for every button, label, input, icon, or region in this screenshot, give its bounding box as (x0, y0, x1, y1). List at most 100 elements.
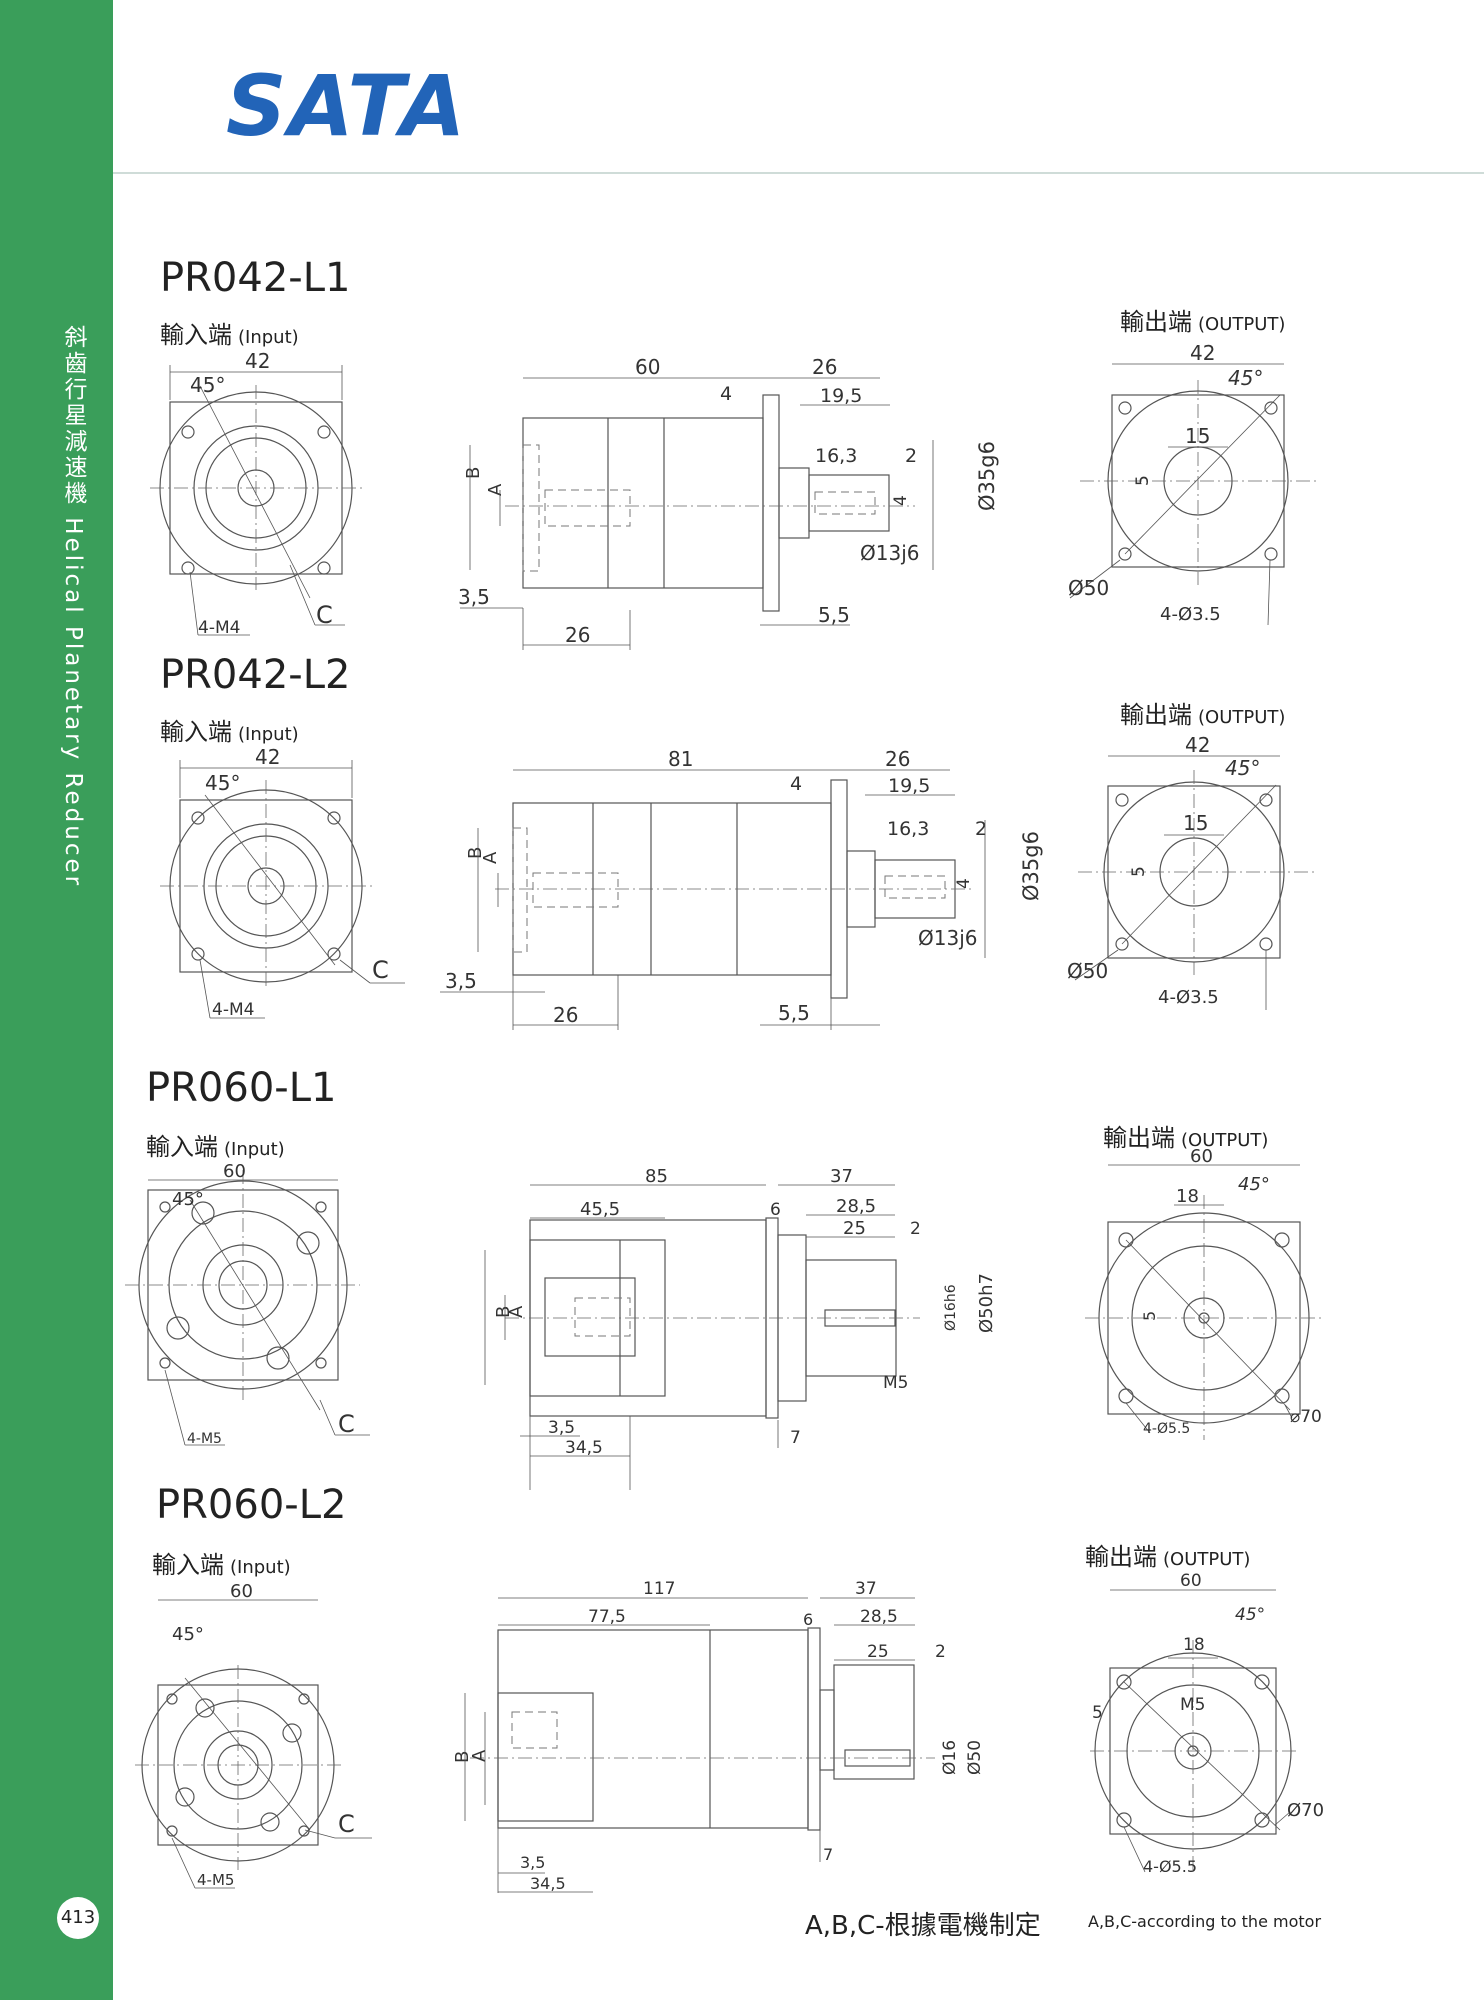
output-view-3: 60 45° 18 5 4-Ø5.5 ⌀70 (1085, 1146, 1325, 1440)
dim-holes-3: 4-M5 (187, 1431, 222, 1447)
output-label-3: 輸出端(OUTPUT) (1103, 1124, 1269, 1152)
dim-indepth-2: 26 (553, 1003, 578, 1027)
dim-indepth-1: 26 (565, 623, 590, 647)
out-pcd-1: Ø50 (1068, 576, 1109, 600)
input-label-1: 輸入端(Input) (160, 321, 299, 349)
dim-b-4: B (452, 1751, 473, 1763)
out-width-4: 60 (1180, 1571, 1202, 1591)
input-front-view-2: 42 45° 4-M4 C (160, 745, 405, 1020)
output-view-1: 42 45° 15 5 Ø50 4-Ø3.5 (1068, 341, 1320, 626)
out-keyh-4: 5 (1092, 1703, 1103, 1723)
model-title-1: PR042-L1 (160, 255, 351, 301)
label-c-1: C (316, 601, 333, 629)
dim-outlen-4: 37 (855, 1579, 877, 1599)
dim-angle-4: 45° (172, 1624, 204, 1645)
dim-keyoff-1: 2 (905, 445, 917, 467)
dim-keyw-2: 4 (954, 878, 974, 889)
page-number: 413 (57, 1897, 99, 1939)
out-width-3: 60 (1190, 1146, 1213, 1167)
dim-indepth-4: 34,5 (530, 1874, 566, 1893)
sidebar (0, 0, 113, 2000)
output-label-4: 輸出端(OUTPUT) (1085, 1543, 1251, 1571)
dim-holes-1: 4-M4 (198, 618, 240, 638)
out-angle-3: 45° (1238, 1174, 1270, 1195)
input-front-view-3: 60 45° 4-M5 C (125, 1161, 370, 1447)
dim-keyoff-4: 2 (935, 1642, 946, 1662)
label-c-2: C (372, 956, 389, 984)
dim-keylen-2: 16,3 (887, 818, 929, 840)
output-label-1: 輸出端(OUTPUT) (1120, 308, 1286, 336)
label-c-4: C (338, 1810, 355, 1838)
input-front-view-4: 60 45° 4-M5 C (135, 1581, 372, 1889)
out-holes-2: 4-Ø3.5 (1158, 987, 1219, 1008)
dim-shaftdia-2: Ø13j6 (918, 926, 977, 950)
dim-angle-3: 45° (172, 1189, 204, 1210)
out-angle-4: 45° (1235, 1605, 1265, 1625)
out-key-4: 18 (1183, 1635, 1205, 1655)
input-label-3: 輸入端(Input) (146, 1133, 285, 1161)
dim-width-3: 60 (223, 1161, 246, 1182)
dim-keylen-4: 25 (867, 1642, 889, 1662)
dim-outoff-2: 5,5 (778, 1001, 810, 1025)
dim-body-3: 45,5 (580, 1199, 620, 1220)
dim-a-2: A (480, 851, 501, 864)
dim-outlen-2: 26 (885, 747, 910, 771)
label-c-3: C (338, 1410, 355, 1438)
dim-width-4: 60 (230, 1581, 253, 1602)
dim-indepth-3: 34,5 (565, 1438, 603, 1458)
dim-a-4: A (469, 1749, 490, 1762)
out-width-1: 42 (1190, 341, 1215, 365)
dim-holes-4: 4-M5 (197, 1871, 234, 1889)
dim-angle-2: 45° (205, 771, 240, 795)
output-view-2: 42 45° 15 5 Ø50 4-Ø3.5 (1067, 733, 1315, 1010)
dim-keyoff-2: 2 (975, 818, 987, 840)
footer-note-en: A,B,C-according to the motor (1088, 1912, 1322, 1931)
dim-b-1: B (463, 467, 484, 479)
side-view-3: B A 85 45,5 6 37 28,5 25 2 Ø16h6 Ø50h7 M… (484, 1166, 997, 1490)
out-keyh-1: 5 (1133, 475, 1153, 486)
dim-total-1: 60 (635, 355, 660, 379)
dim-angle-1: 45° (190, 373, 225, 397)
footer-note-cn: A,B,C-根據電機制定 (805, 1911, 1041, 1941)
sidebar-vertical-title: 斜齒行星減速機 Helical Planetary Reducer (60, 325, 86, 889)
dim-pilot-1: Ø35g6 (975, 441, 999, 511)
dim-shaftlen-3: 28,5 (836, 1196, 876, 1217)
dim-keyoff-3: 2 (910, 1219, 921, 1239)
dim-keyw-1: 4 (891, 495, 911, 506)
side-view-2: B A 81 26 4 19,5 16,3 2 4 Ø13j6 Ø35g6 3,… (440, 747, 1043, 1030)
dim-shaftdia-3: Ø16h6 (943, 1284, 959, 1331)
dim-shaftdia-4: Ø16 (940, 1740, 960, 1775)
out-holes-3: 4-Ø5.5 (1143, 1421, 1190, 1437)
dim-width-2: 42 (255, 745, 280, 769)
brand-logo: SATA (226, 57, 468, 155)
dim-flange-3: 6 (770, 1200, 781, 1220)
out-holes-4: 4-Ø5.5 (1143, 1857, 1197, 1876)
dim-thread-3: M5 (883, 1373, 908, 1393)
out-thread-4: M5 (1180, 1695, 1205, 1715)
dim-shaftlen-1: 19,5 (820, 385, 862, 407)
header-divider (113, 172, 1484, 174)
dim-pilot-4: Ø50 (965, 1740, 985, 1775)
output-label-2: 輸出端(OUTPUT) (1120, 701, 1286, 729)
dim-inoff-1: 3,5 (458, 585, 490, 609)
output-view-4: 60 45° 18 M5 5 Ø70 4-Ø5.5 (1090, 1571, 1324, 1876)
out-pcd-2: Ø50 (1067, 959, 1108, 983)
dim-body-4: 77,5 (588, 1607, 626, 1627)
dim-flange-2: 4 (790, 773, 802, 795)
out-keyh-3: 5 (1140, 1311, 1159, 1321)
dim-shaftdia-1: Ø13j6 (860, 541, 919, 565)
input-front-view-1: 42 45° 4-M4 C (150, 349, 362, 638)
model-title-2: PR042-L2 (160, 652, 351, 698)
out-key-3: 18 (1176, 1186, 1199, 1207)
out-keyh-2: 5 (1129, 866, 1149, 877)
dim-outoff-1: 5,5 (818, 603, 850, 627)
out-pcd-4: Ø70 (1287, 1800, 1324, 1821)
input-label-4: 輸入端(Input) (152, 1551, 291, 1579)
dim-flanget-4: 7 (823, 1845, 833, 1864)
dim-b-3: B (493, 1306, 514, 1318)
dim-inoff-3: 3,5 (548, 1418, 575, 1438)
dim-pilot-3: Ø50h7 (976, 1273, 997, 1333)
side-view-4: B A 117 77,5 6 37 28,5 25 2 Ø16 Ø50 3,5 … (452, 1579, 985, 1893)
dim-flange-4: 6 (803, 1610, 813, 1629)
